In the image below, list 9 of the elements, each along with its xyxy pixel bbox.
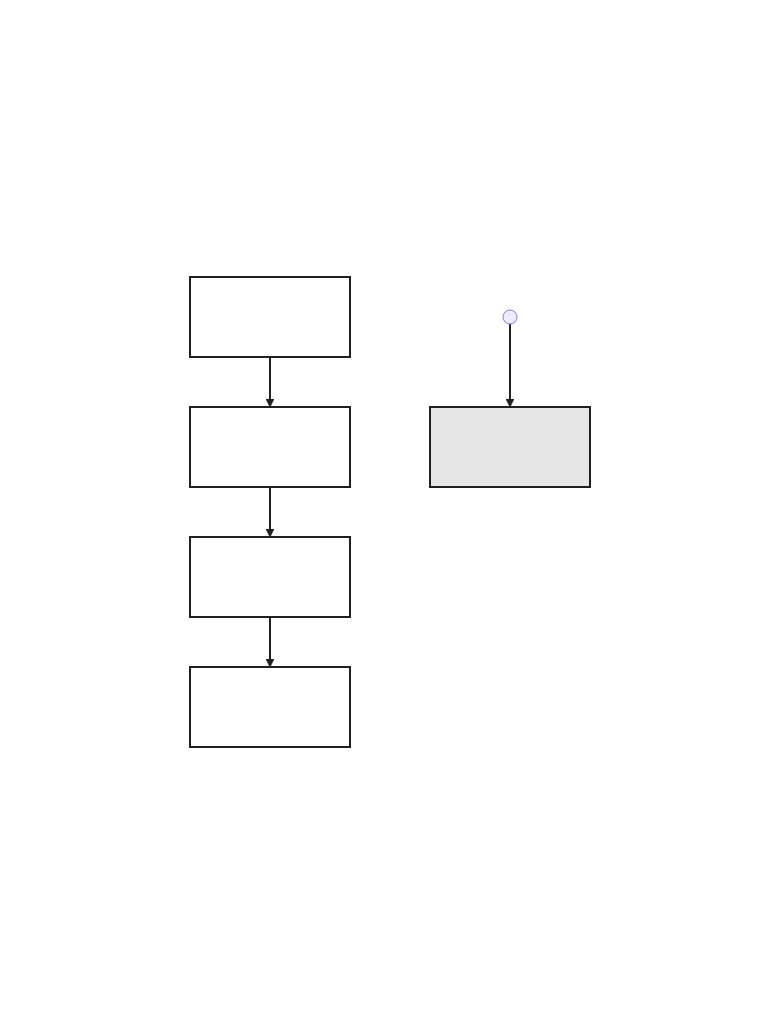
arrow [265,485,275,537]
arrow [265,355,275,407]
arrow [505,322,515,407]
node-box [429,405,591,488]
arrow [265,615,275,667]
node-box [189,405,351,488]
node-box [189,535,351,618]
node-box [189,275,351,358]
node-box [189,665,351,748]
